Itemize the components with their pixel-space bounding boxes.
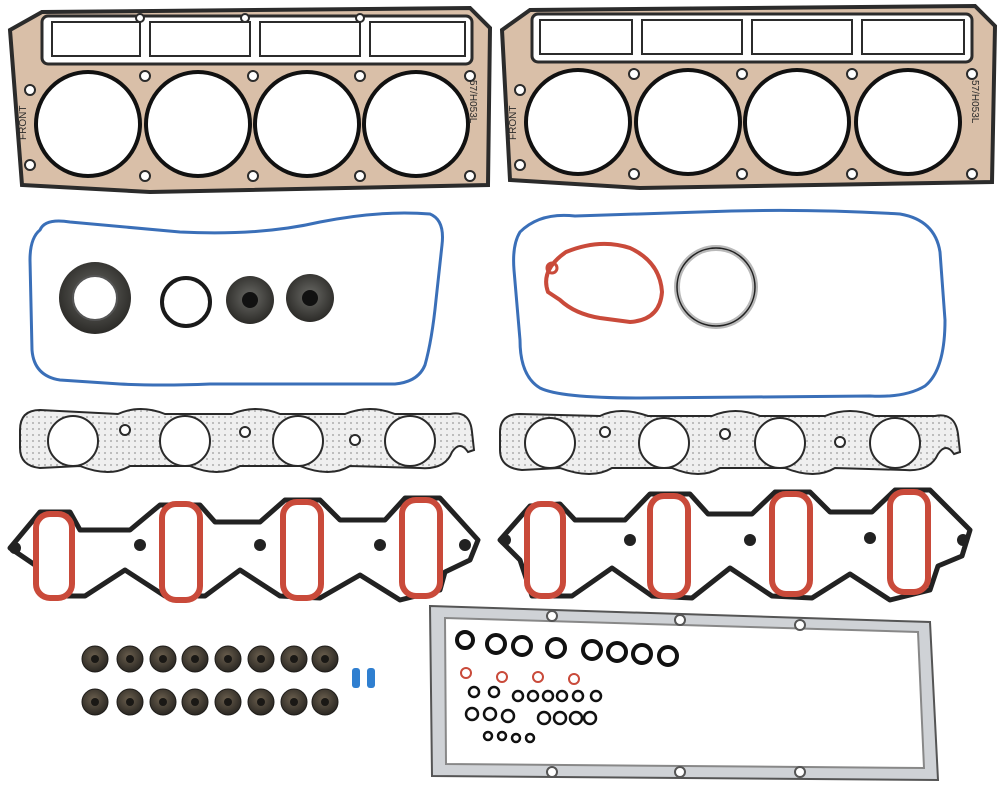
valve-stem-seals (81, 645, 339, 716)
head-gasket-right-front-mark: FRONT (508, 106, 519, 140)
head-gasket-right: FRONT 57/H053L (499, 3, 998, 191)
head-gasket-left-part-number: 57/H053L (467, 80, 478, 124)
water-pump-gasket (544, 241, 665, 325)
intake-gasket-left (7, 495, 481, 603)
exhaust-gasket-right (499, 410, 962, 475)
grommet-seal-2 (286, 274, 334, 322)
alignment-dowels (352, 668, 375, 688)
throttle-body-gasket (674, 245, 758, 329)
head-gasket-left: FRONT 57/H053L (7, 5, 493, 195)
valve-cover-seal-right (512, 208, 947, 400)
head-gasket-right-part-number: 57/H053L (969, 80, 980, 124)
head-gasket-left-front-mark: FRONT (18, 106, 29, 140)
o-ring-large (160, 276, 212, 328)
exhaust-gasket-left (19, 408, 476, 473)
rear-main-seal (59, 262, 131, 334)
grommet-seal-1 (226, 276, 274, 324)
intake-gasket-right (497, 487, 973, 603)
small-o-rings (455, 630, 679, 744)
oil-pan-gasket (428, 604, 940, 782)
valve-cover-seal-left (28, 211, 444, 387)
